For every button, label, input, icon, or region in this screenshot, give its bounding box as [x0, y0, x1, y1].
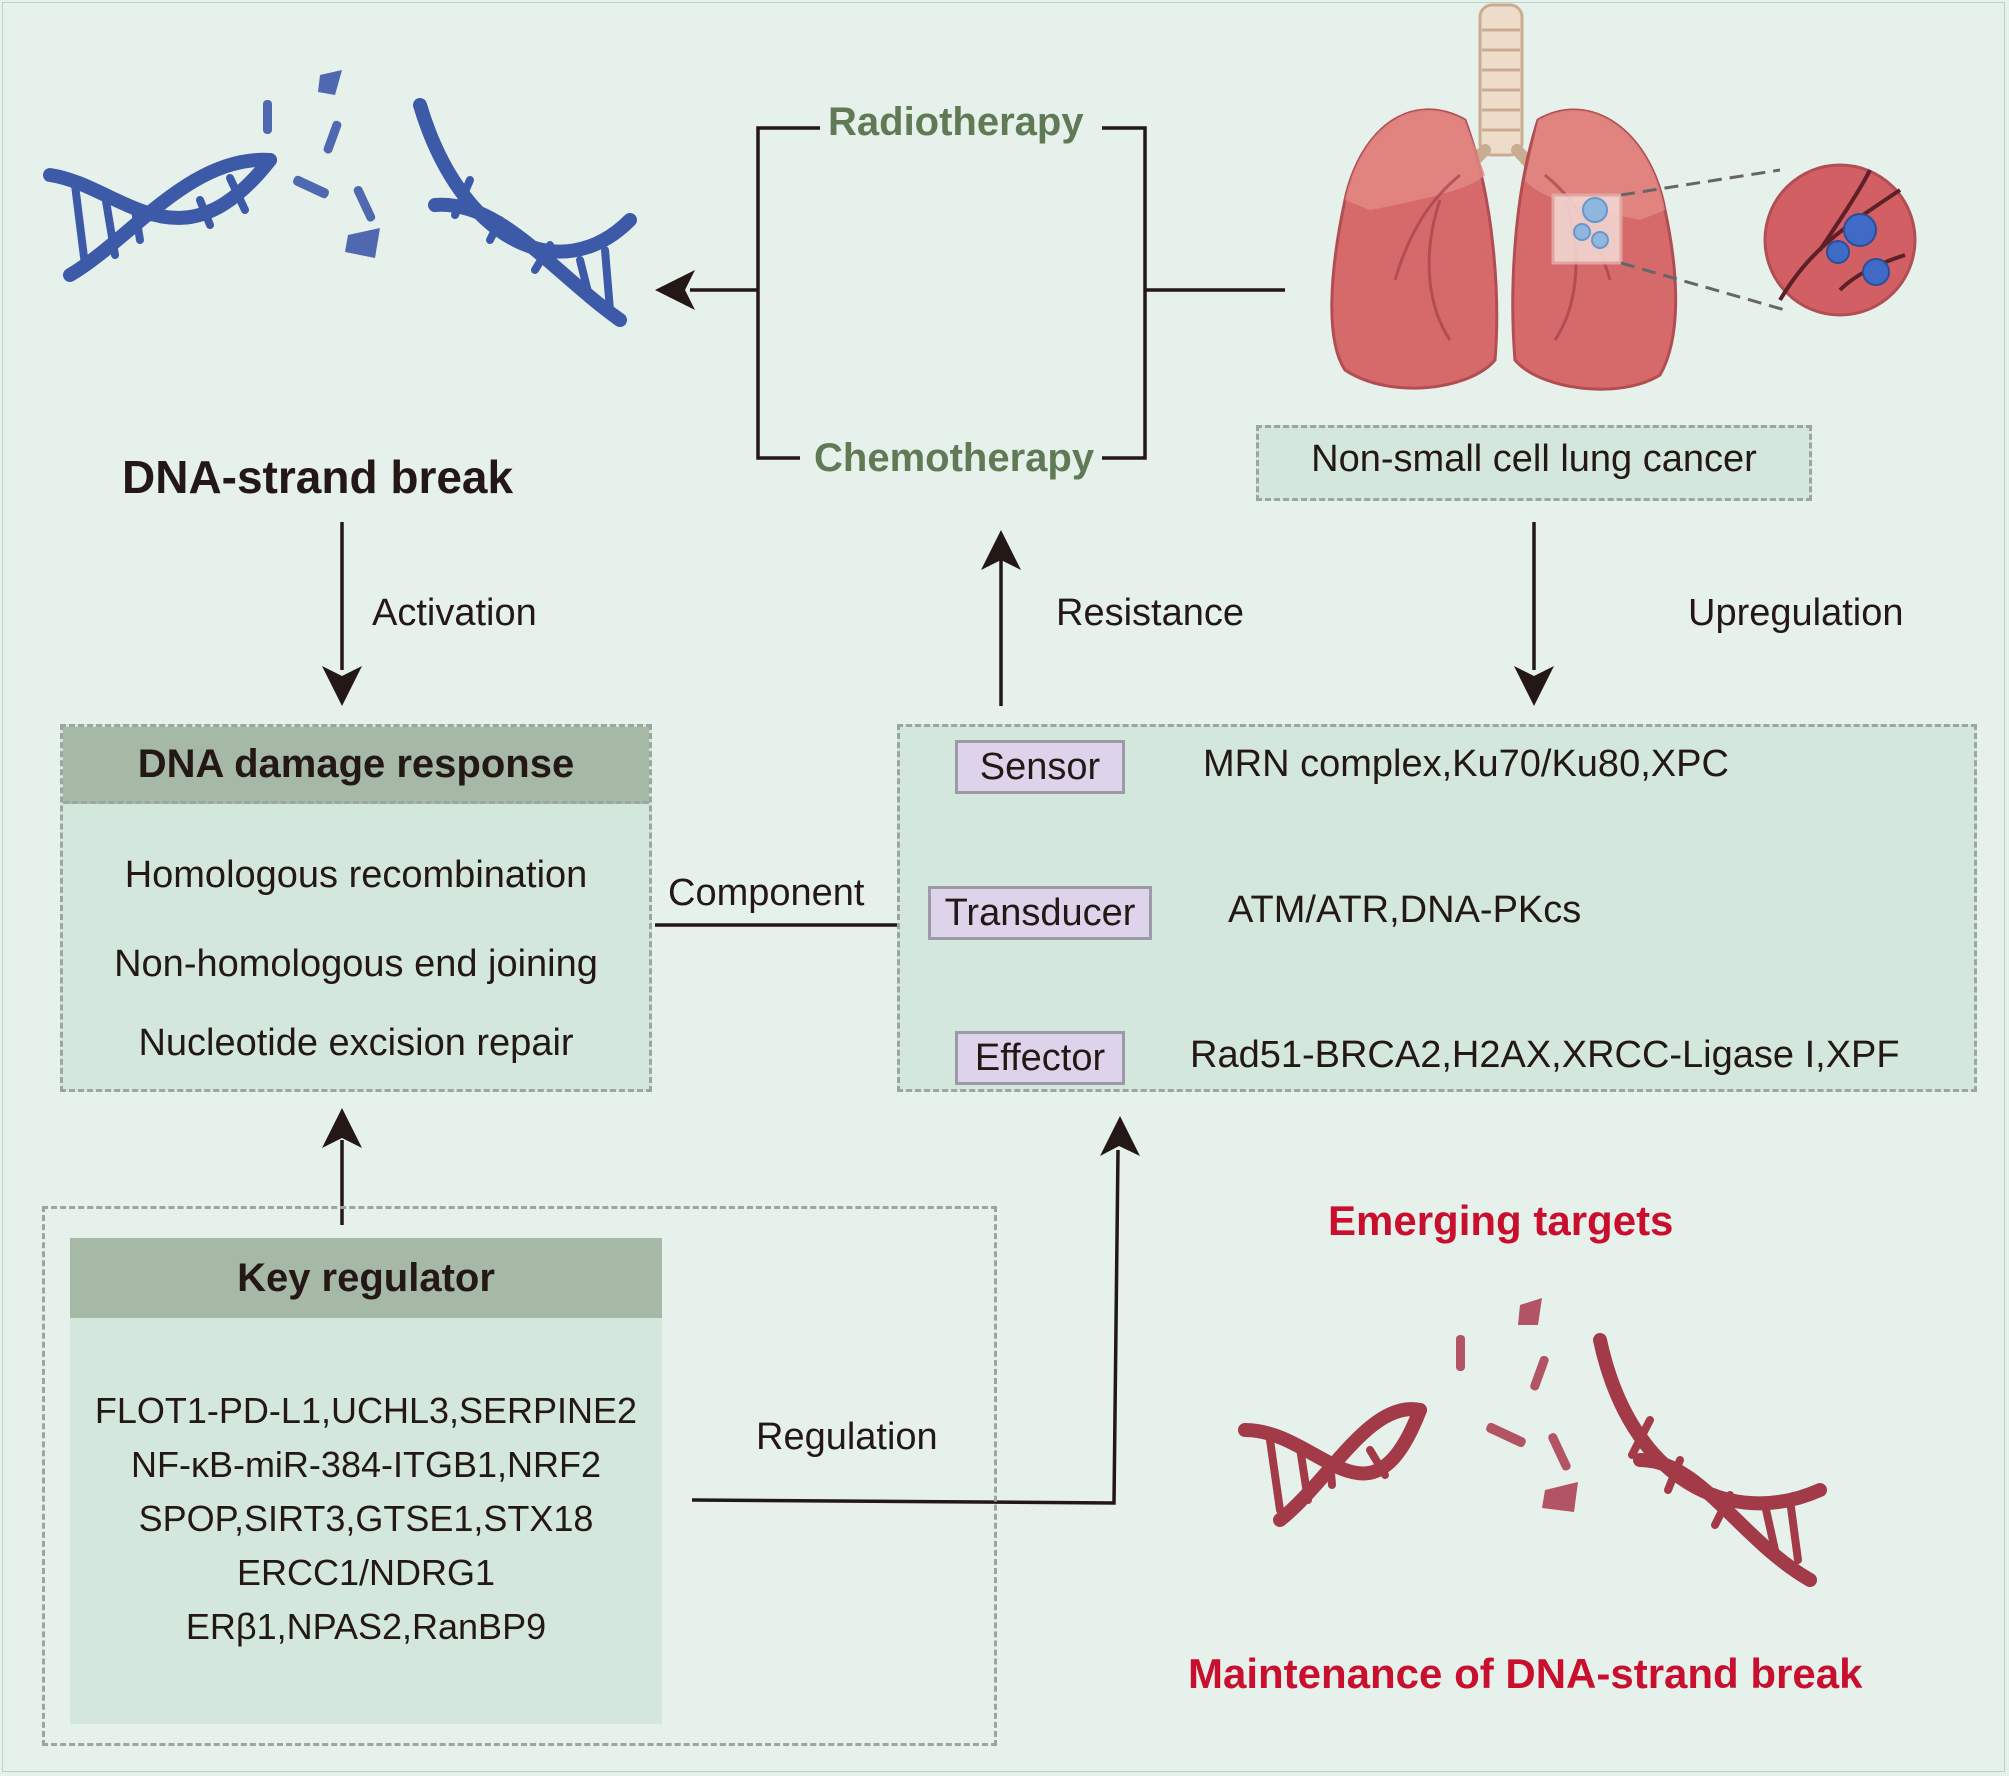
- tumor-zoom-icon: [1763, 163, 1917, 317]
- lung-illustration: [1330, 3, 1917, 391]
- ddr-item: Homologous recombination: [124, 854, 588, 896]
- regulator-to-ddr-arrow: [322, 1108, 362, 1225]
- regulator-item: NF-κB-miR-384-ITGB1,NRF2: [130, 1444, 602, 1485]
- therapy-bracket-left: [756, 126, 820, 460]
- regulator-item: SPOP,SIRT3,GTSE1,STX18: [138, 1498, 594, 1539]
- resistance-label: Resistance: [1056, 592, 1244, 634]
- component-label: Component: [668, 872, 865, 914]
- chemotherapy-label: Chemotherapy: [814, 436, 1095, 480]
- transducer-chip: Transducer: [928, 886, 1152, 940]
- sensor-examples: MRN complex,Ku70/Ku80,XPC: [1203, 743, 1729, 785]
- regulator-item: ERCC1/NDRG1: [236, 1552, 496, 1593]
- sensor-chip: Sensor: [955, 740, 1125, 794]
- regulator-outer-box: [42, 1206, 997, 1746]
- ddr-item: Nucleotide excision repair: [138, 1022, 574, 1064]
- emerging-targets-subtitle: Maintenance of DNA-strand break: [1188, 1650, 1863, 1697]
- emerging-targets-title: Emerging targets: [1328, 1197, 1674, 1244]
- ddr-title: DNA damage response: [63, 727, 649, 804]
- therapy-bracket-right: [1102, 126, 1147, 460]
- ddr-item: Non-homologous end joining: [114, 943, 598, 985]
- regulator-panel: [70, 1238, 662, 1724]
- nsclc-label: Non-small cell lung cancer: [1311, 438, 1757, 480]
- transducer-examples: ATM/ATR,DNA-PKcs: [1228, 889, 1582, 931]
- dna-break-label: DNA-strand break: [122, 451, 514, 503]
- radiotherapy-label: Radiotherapy: [828, 100, 1084, 144]
- regulation-label: Regulation: [756, 1416, 938, 1458]
- nsclc-box: [1256, 425, 1812, 501]
- effector-examples: Rad51-BRCA2,H2AX,XRCC-Ligase I,XPF: [1190, 1034, 1900, 1076]
- therapy-to-dna-arrow: [655, 270, 758, 310]
- resistance-arrow: [981, 530, 1021, 706]
- activation-label: Activation: [372, 592, 537, 634]
- regulator-item: FLOT1-PD-L1,UCHL3,SERPINE2: [94, 1390, 638, 1431]
- upregulation-label: Upregulation: [1688, 592, 1904, 634]
- activation-arrow: [322, 522, 362, 706]
- broken-dna-blue-icon: [43, 70, 637, 327]
- regulator-item: ERβ1,NPAS2,RanBP9: [185, 1606, 547, 1647]
- regulation-arrow: [691, 1116, 1140, 1505]
- upregulation-arrow: [1514, 522, 1554, 706]
- broken-dna-red-icon: [1238, 1298, 1827, 1587]
- regulator-title: Key regulator: [70, 1238, 662, 1318]
- effector-chip: Effector: [955, 1031, 1125, 1085]
